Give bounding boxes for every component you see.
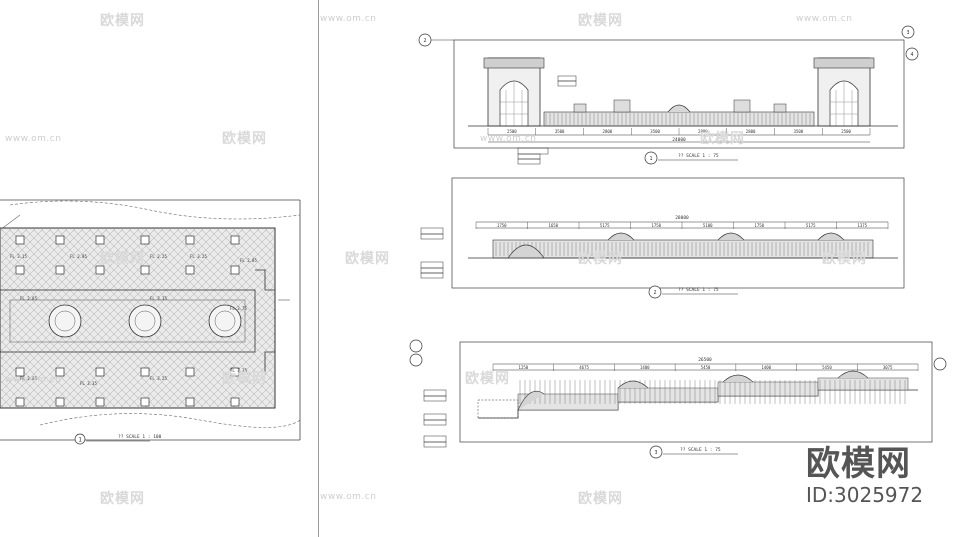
column-node	[230, 367, 240, 377]
column-node	[55, 265, 65, 275]
dimension-label: 1400	[640, 365, 650, 370]
column-node	[55, 397, 65, 407]
level-label: FL 3.25	[150, 376, 167, 381]
dimension-label: 5450	[701, 365, 711, 370]
plan-scale-label: ?? SCALE 1 : 100	[118, 434, 162, 440]
dimension-label: 3500	[555, 129, 565, 134]
dimension-label: 5175	[600, 223, 610, 228]
elev1-scale-label: ?? SCALE 1 : 75	[678, 153, 719, 159]
dimension-label: 1650	[548, 223, 558, 228]
level-label: FL 2.85	[240, 258, 257, 263]
column-node	[230, 265, 240, 275]
elev1-ref-tag-a: 2	[423, 38, 426, 44]
sheet-divider	[318, 0, 319, 537]
dimension-label: 1750	[754, 223, 764, 228]
level-label: FL 2.25	[150, 254, 167, 259]
column-node	[140, 235, 150, 245]
elev3-tag-number: 3	[654, 450, 657, 456]
dimension-label: 5450	[822, 365, 832, 370]
dimension-label: 1250	[519, 365, 529, 370]
dimension-label: 3500	[794, 129, 804, 134]
column-node	[95, 367, 105, 377]
dimension-label: 3075	[883, 365, 893, 370]
dimension-label: 5100	[703, 223, 713, 228]
elev1-ref-tag-c: 4	[910, 52, 913, 58]
gate-left	[483, 57, 545, 127]
dimension-label: 2800	[603, 129, 613, 134]
column-node	[140, 265, 150, 275]
dimension-label: 2500	[841, 129, 851, 134]
level-label: FL 2.85	[70, 254, 87, 259]
column-node	[185, 235, 195, 245]
column-node	[15, 397, 25, 407]
column-node	[15, 265, 25, 275]
dimension-label: 3500	[650, 129, 660, 134]
column-node	[230, 235, 240, 245]
column-node	[95, 235, 105, 245]
column-node	[140, 367, 150, 377]
gate-right	[813, 57, 875, 127]
dimension-label: 4675	[579, 365, 589, 370]
level-label: FL 3.75	[230, 306, 247, 311]
column-node	[15, 235, 25, 245]
level-label: FL 3.35	[150, 296, 167, 301]
level-label: FL 3.15	[10, 254, 27, 259]
elev2-tag-number: 2	[653, 290, 656, 296]
level-label: FL 2.85	[20, 376, 37, 381]
column-node	[95, 397, 105, 407]
column-node	[55, 235, 65, 245]
dimension-label: 2500	[507, 129, 517, 134]
dimension-label: 1750	[497, 223, 507, 228]
column-node	[140, 397, 150, 407]
elev3-total-dim: 26500	[698, 357, 712, 363]
elev1-ref-tag-b: 3	[906, 30, 909, 36]
dimension-label: 1750	[651, 223, 661, 228]
dimension-label: 2800	[746, 129, 756, 134]
column-node	[95, 265, 105, 275]
dimension-label: 1400	[761, 365, 771, 370]
elev1-tag-number: 1	[649, 156, 652, 162]
dimension-label: 1375	[857, 223, 867, 228]
site-plan-drawing: FL 3.15 FL 2.85 FL 2.25 FL 3.25 FL 2.85 FL 2.…	[0, 199, 301, 445]
brand-logo-text: 欧模网	[806, 444, 911, 484]
column-node	[185, 397, 195, 407]
level-label: FL 3.35	[230, 368, 247, 373]
column-node	[185, 265, 195, 275]
column-node	[55, 367, 65, 377]
elev2-total-dim: 28000	[675, 215, 689, 221]
level-label: FL 3.35	[80, 381, 97, 386]
level-label: FL 2.85	[20, 296, 37, 301]
dimension-label: 2800	[698, 129, 708, 134]
elevations-drawing: 2500 3500 2800 3500 2800 2800 3500 2500 24000 2…	[409, 25, 947, 459]
dimension-label: 5175	[806, 223, 816, 228]
column-node	[185, 367, 195, 377]
elev2-scale-label: ?? SCALE 1 : 75	[678, 287, 719, 293]
elev1-total-dim: 24000	[672, 137, 686, 143]
plan-tag-number: 1	[78, 437, 82, 444]
elev3-scale-label: ?? SCALE 1 : 75	[680, 447, 721, 453]
model-id-label: ID:3025972	[806, 483, 924, 507]
column-node	[15, 367, 25, 377]
level-label: FL 3.25	[190, 254, 207, 259]
column-node	[230, 397, 240, 407]
